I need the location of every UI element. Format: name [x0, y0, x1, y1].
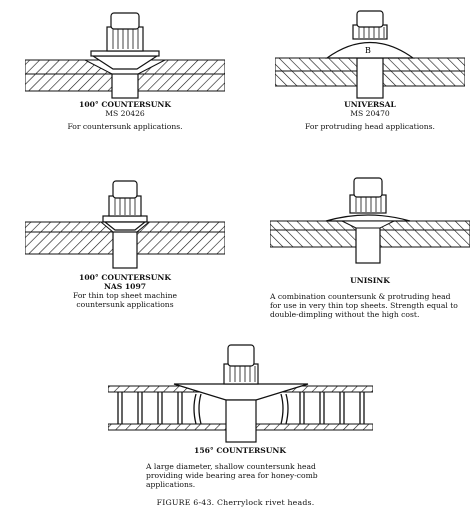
panel-description-line: A large diameter, shallow countersunk he…: [146, 462, 316, 471]
panel-spec: MS 20470: [350, 109, 390, 118]
panel-title: 156° COUNTERSUNK: [194, 446, 286, 455]
panel-description-line: A combination countersunk & protruding h…: [270, 292, 451, 301]
figure-caption: FIGURE 6-43. Cherrylock rivet heads.: [156, 498, 315, 507]
panel-title: 100° COUNTERSUNK: [79, 273, 171, 282]
rivet-diagram-unisink: [270, 177, 470, 264]
panel-description-line: applications.: [146, 480, 196, 489]
caption-countersunk-nas1097: 100° COUNTERSUNK NAS 1097 For thin top s…: [25, 273, 225, 309]
caption-unisink: UNISINK: [270, 276, 470, 285]
caption-countersunk-156: 156° COUNTERSUNK: [140, 446, 340, 455]
head-mark: B: [365, 46, 371, 55]
rivet-diagram-countersunk-156-honeycomb: [108, 344, 373, 443]
panel-description-line: double-dimpling without the high cost.: [270, 310, 420, 319]
panel-description: For countersunk applications.: [67, 122, 183, 131]
caption-universal-ms20470: UNIVERSAL MS 20470: [275, 100, 465, 118]
rivet-diagram-countersunk-nas1097: [25, 180, 225, 269]
panel-description-line: for use in very thin top sheets. Strengt…: [270, 301, 458, 310]
panel-description-line: For thin top sheet machine: [73, 291, 177, 300]
panel-title: UNIVERSAL: [344, 100, 396, 109]
panel-spec: MS 20426: [105, 109, 145, 118]
rivet-diagram-universal-ms20470: B: [275, 10, 465, 99]
caption-countersunk-ms20426: 100° COUNTERSUNK MS 20426: [25, 100, 225, 118]
panel-spec: NAS 1097: [103, 282, 147, 291]
panel-description-line: providing wide bearing area for honey-co…: [146, 471, 318, 480]
panel-description-line: countersunk applications: [76, 300, 174, 309]
panel-title: 100° COUNTERSUNK: [79, 100, 171, 109]
panel-description-unisink: A combination countersunk & protruding h…: [270, 292, 470, 319]
rivet-diagram-countersunk-ms20426: [25, 12, 225, 99]
panel-title: UNISINK: [350, 276, 390, 285]
panel-description: For protruding head applications.: [305, 122, 435, 131]
panel-description-countersunk-156: A large diameter, shallow countersunk he…: [146, 462, 366, 489]
